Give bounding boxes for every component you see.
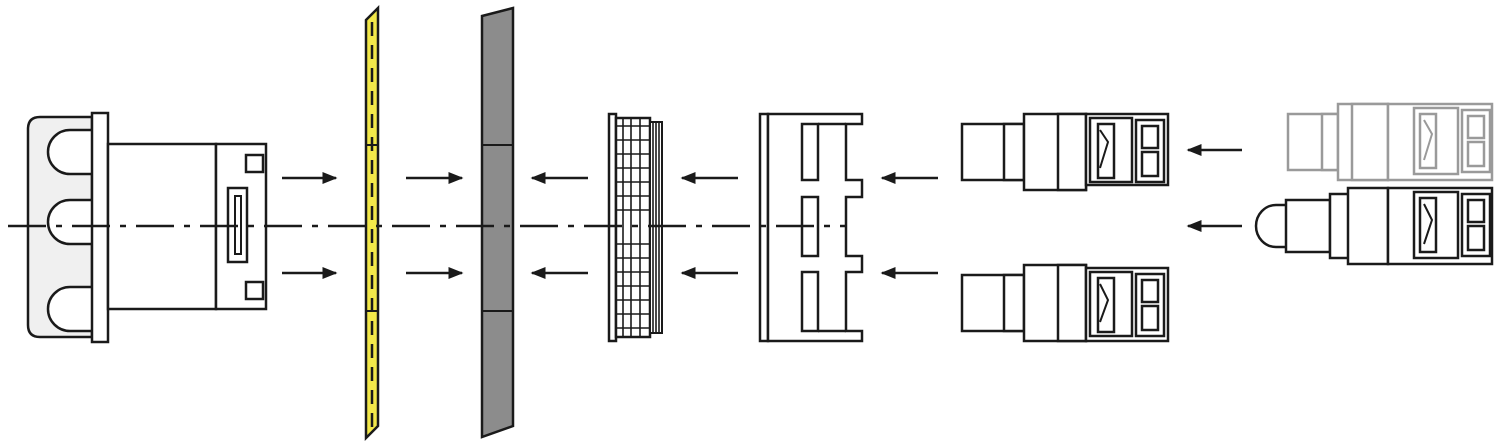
connector-alternate-dust-cap [1254,186,1494,266]
connector-upper [960,112,1170,192]
connector-alternate-ghost [1286,102,1494,182]
housing-tab-middle [46,198,92,246]
connector-lower [960,263,1170,343]
assembly-arrows [282,144,1242,279]
adapter-frame [758,112,864,343]
locking-nut-serrations [616,118,660,337]
housing-tab-top [46,128,92,176]
adapter-port-lower [800,270,820,333]
panel-wall [480,6,515,439]
adapter-port-upper [800,122,820,258]
housing-tab-bottom [46,285,92,333]
dust-cap [1254,203,1286,249]
housing-base [26,111,268,344]
locking-nut [607,112,663,343]
gasket [364,4,380,442]
